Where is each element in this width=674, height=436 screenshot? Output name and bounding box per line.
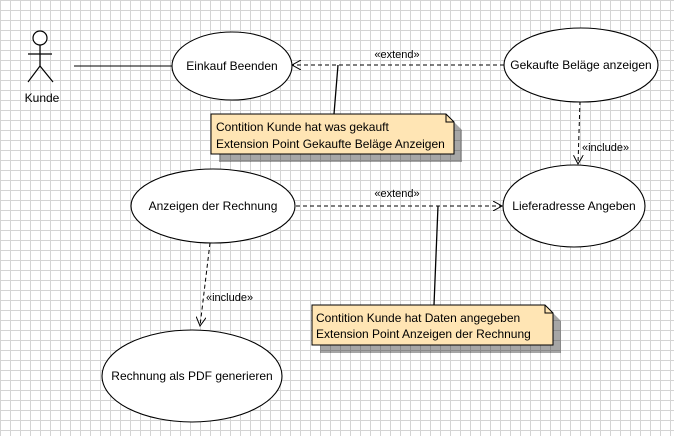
note-2-line-2: Extension Point Anzeigen der Rechnung [316,327,531,341]
usecase-label: Einkauf Beenden [186,59,277,73]
include-label-1: «include» [582,142,629,154]
note-2[interactable]: Contition Kunde hat Daten angegeben Exte… [311,304,561,353]
usecase-gekaufte-belaege[interactable]: Gekaufte Beläge anzeigen [503,27,659,103]
include-arrow-pdf[interactable] [200,242,211,326]
usecase-label: Gekaufte Beläge anzeigen [510,58,651,72]
note-connector-2 [433,205,439,306]
extend-label-1: «extend» [374,49,419,61]
usecase-label: Rechnung als PDF generieren [111,369,272,383]
actor-label: Kunde [25,91,60,105]
include-label-2: «include» [206,292,253,304]
usecase-label: Lieferadresse Angeben [512,199,635,213]
actor-kunde[interactable]: Kunde [25,30,60,105]
note-connector-1 [333,64,339,115]
usecase-anzeigen-rechnung[interactable]: Anzeigen der Rechnung [130,168,296,244]
extend-label-2: «extend» [374,188,419,200]
usecase-label: Anzeigen der Rechnung [149,199,278,213]
note-1-line-2: Extension Point Gekaufte Beläge Anzeigen [216,137,445,151]
usecase-lieferadresse[interactable]: Lieferadresse Angeben [502,164,646,248]
include-arrow-liefer[interactable] [578,100,580,164]
usecase-einkauf-beenden[interactable]: Einkauf Beenden [171,31,293,101]
note-1[interactable]: Contition Kunde hat was gekauft Extensio… [210,113,462,162]
note-1-line-1: Contition Kunde hat was gekauft [216,120,389,134]
note-2-line-1: Contition Kunde hat Daten angegeben [316,311,520,325]
usecase-rechnung-pdf[interactable]: Rechnung als PDF generieren [101,329,283,423]
